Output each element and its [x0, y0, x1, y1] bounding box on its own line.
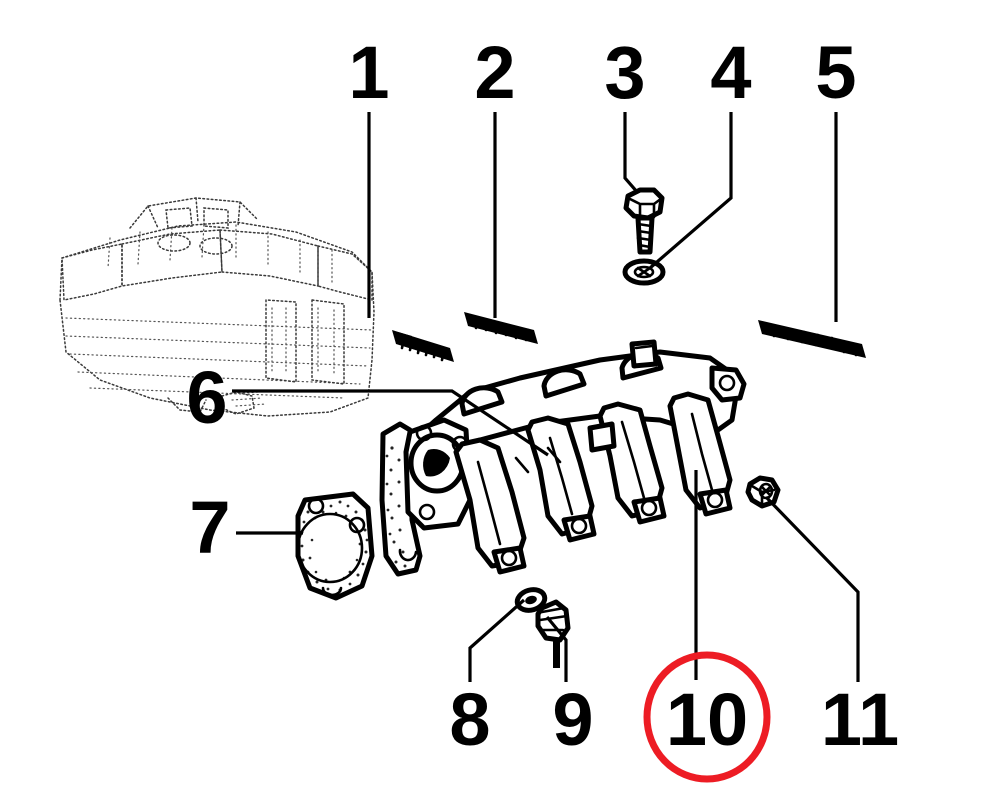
callout-labels: 1 2 3 4 5 6 7 8 9 10 11 [186, 31, 899, 761]
callout-label-7: 7 [189, 486, 230, 569]
cylinder-head-part [59, 197, 375, 417]
leader-6 [232, 389, 549, 457]
stud-bolt-2-part [464, 312, 538, 344]
exhaust-gasket-part [295, 491, 375, 601]
exhaust-manifold-part [379, 339, 747, 577]
callout-label-5: 5 [815, 31, 856, 114]
stud-bolt-1-part [392, 330, 454, 362]
stud-bolt-5-part [758, 320, 866, 358]
hex-head-bolt-part [623, 187, 665, 255]
callout-label-10: 10 [666, 678, 748, 761]
callout-label-8: 8 [449, 678, 490, 761]
leader-4 [648, 112, 733, 270]
callout-label-2: 2 [474, 31, 515, 114]
callout-label-4: 4 [710, 31, 751, 114]
leader-3 [623, 112, 640, 195]
leader-lines [232, 112, 860, 682]
leader-8 [468, 598, 526, 682]
callout-label-3: 3 [604, 31, 645, 114]
leader-11 [764, 495, 860, 682]
highlight-ring-10 [643, 651, 771, 783]
callout-label-9: 9 [552, 678, 593, 761]
temp-sender-plug-part [535, 599, 571, 668]
hex-nut-part [745, 475, 781, 509]
callout-label-11: 11 [821, 678, 899, 761]
leader-9 [545, 615, 568, 682]
callout-label-6: 6 [186, 356, 227, 439]
callout-label-1: 1 [348, 31, 389, 114]
flat-washer-part [622, 258, 666, 286]
